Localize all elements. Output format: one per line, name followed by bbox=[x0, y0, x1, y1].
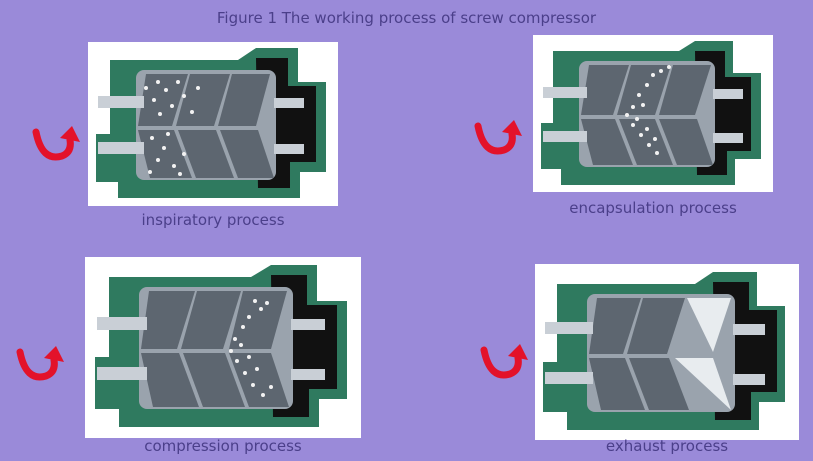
stage-panel-inspiratory bbox=[88, 42, 338, 206]
rotation-arrow-icon bbox=[32, 124, 84, 166]
rotation-arrow-icon bbox=[480, 342, 532, 384]
rotation-arrow-icon bbox=[16, 344, 68, 386]
screw-compressor-encapsulation-illustration bbox=[541, 41, 761, 185]
figure-title: Figure 1 The working process of screw co… bbox=[216, 9, 597, 27]
stage-panel-compression bbox=[85, 257, 361, 438]
stage-caption-compression: compression process bbox=[144, 437, 302, 455]
stage-panel-exhaust bbox=[535, 264, 799, 440]
screw-compressor-exhaust-illustration bbox=[543, 272, 785, 430]
stage-caption-inspiratory: inspiratory process bbox=[141, 211, 285, 229]
screw-compressor-compression-illustration bbox=[95, 265, 347, 427]
stage-panel-encapsulation bbox=[533, 35, 773, 192]
screw-compressor-inspiratory-illustration bbox=[96, 48, 326, 198]
stage-caption-exhaust: exhaust process bbox=[605, 437, 729, 455]
stage-caption-encapsulation: encapsulation process bbox=[569, 199, 737, 217]
rotation-arrow-icon bbox=[474, 118, 526, 160]
